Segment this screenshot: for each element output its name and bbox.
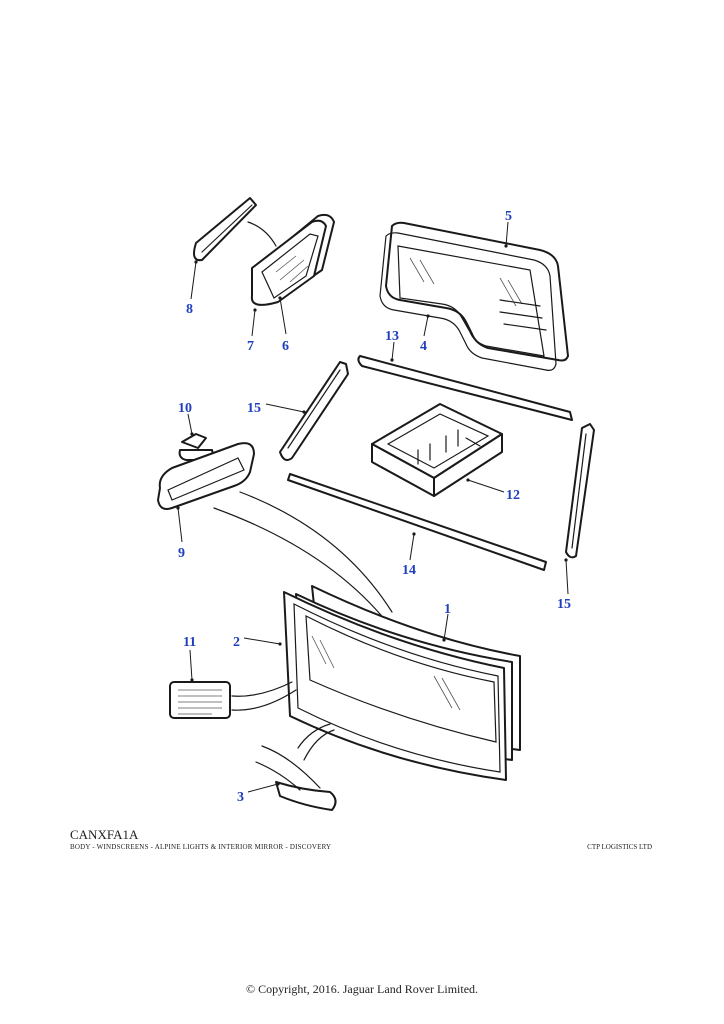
callout-15-right: 15 (557, 597, 571, 612)
callout-1: 1 (444, 602, 451, 617)
part-14-lower-strip (287, 473, 547, 571)
vendor-name: CTP LOGISTICS LTD (587, 843, 652, 851)
part-8-finisher-strip (193, 197, 277, 262)
callout-14: 14 (402, 563, 416, 578)
callout-6: 6 (282, 339, 289, 354)
callout-15-left: 15 (247, 401, 261, 416)
callout-12: 12 (506, 488, 520, 503)
copyright-notice: © Copyright, 2016. Jaguar Land Rover Lim… (245, 982, 479, 996)
callout-8: 8 (186, 302, 193, 317)
callout-2: 2 (233, 635, 240, 650)
part-15-right-pillar (565, 423, 595, 559)
leader-lines (176, 221, 569, 793)
part-12-trim-box (371, 403, 503, 497)
diagram-code: CANXFA1A (70, 827, 139, 842)
callout-4: 4 (420, 339, 427, 354)
part-6-7-alpine-glass (250, 213, 335, 306)
part-13-upper-strip (357, 355, 573, 421)
diagram-caption: BODY - WINDSCREENS - ALPINE LIGHTS & INT… (70, 843, 332, 851)
guide-curves (213, 491, 393, 627)
callout-10: 10 (178, 401, 192, 416)
part-11-label (169, 681, 297, 719)
callout-7: 7 (247, 339, 254, 354)
callout-3: 3 (237, 790, 244, 805)
callout-9: 9 (178, 546, 185, 561)
callout-labels: 8 7 6 5 4 13 15 10 9 12 14 15 1 2 11 3 (178, 209, 571, 805)
part-4-5-rear-glass (379, 221, 569, 371)
part-15-left-pillar (279, 361, 349, 461)
part-1-2-windscreen (283, 585, 521, 781)
part-9-10-interior-mirror (157, 433, 255, 510)
part-3-finisher (255, 723, 337, 811)
callout-13: 13 (385, 329, 399, 344)
callout-5: 5 (505, 209, 512, 224)
callout-11: 11 (183, 635, 196, 650)
